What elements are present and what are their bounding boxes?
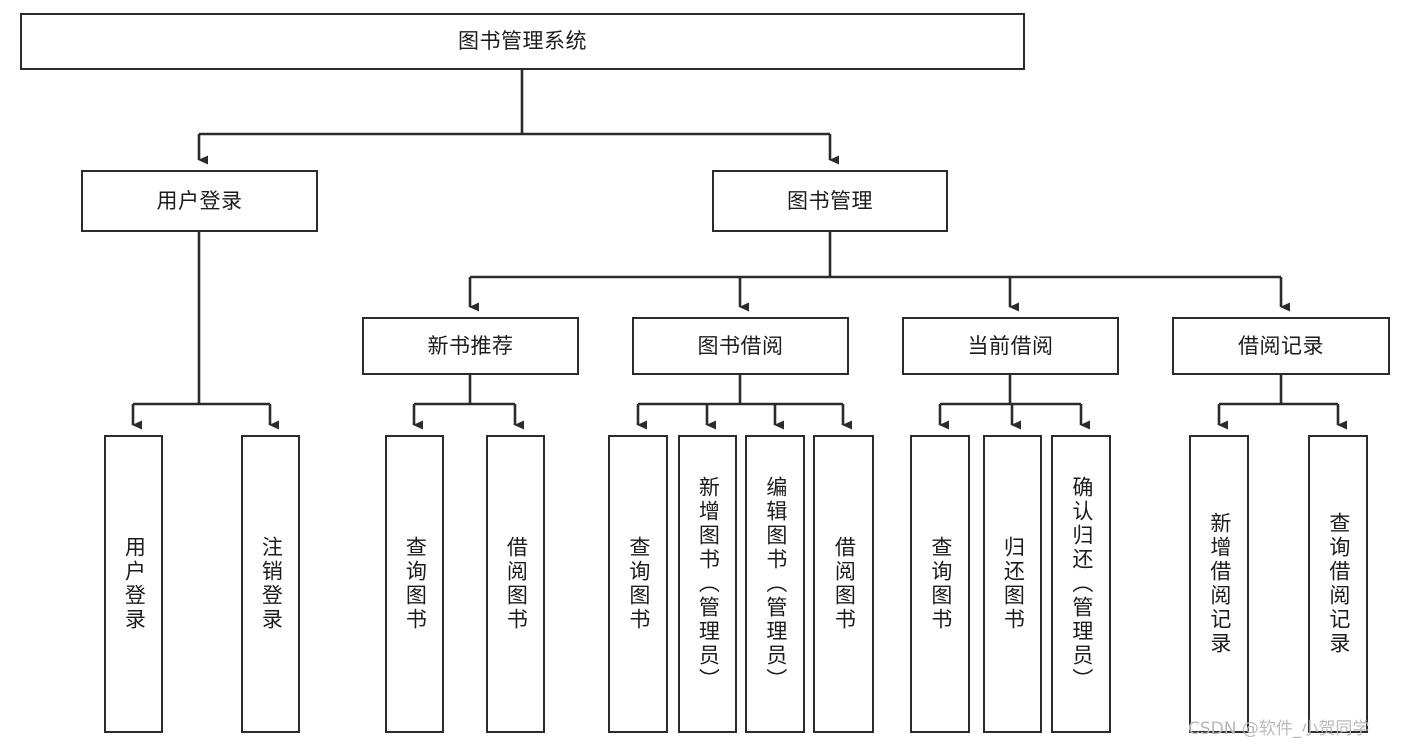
node-new-book-recommend[interactable]: 新书推荐 bbox=[362, 317, 579, 375]
node-current-borrow-label: 当前借阅 bbox=[967, 333, 1054, 358]
node-leaf-label: 编辑图书（管理员） bbox=[763, 476, 788, 692]
node-leaf-label: 查询图书 bbox=[626, 536, 651, 632]
node-new-book-recommend-label: 新书推荐 bbox=[427, 333, 514, 358]
node-book-borrow[interactable]: 图书借阅 bbox=[632, 317, 849, 375]
node-leaf-logout[interactable]: 注销登录 bbox=[241, 435, 300, 733]
node-leaf-edit-book-admin[interactable]: 编辑图书（管理员） bbox=[745, 435, 805, 733]
node-leaf-add-borrow-record[interactable]: 新增借阅记录 bbox=[1189, 435, 1249, 733]
node-leaf-label: 用户登录 bbox=[122, 536, 147, 632]
node-leaf-query-book-recommend[interactable]: 查询图书 bbox=[385, 435, 444, 733]
node-leaf-label: 查询图书 bbox=[928, 536, 953, 632]
node-leaf-user-login[interactable]: 用户登录 bbox=[104, 435, 163, 733]
node-leaf-label: 借阅图书 bbox=[504, 536, 529, 632]
node-root-system[interactable]: 图书管理系统 bbox=[20, 13, 1025, 70]
node-leaf-label: 新增借阅记录 bbox=[1207, 512, 1232, 656]
node-user-login-label: 用户登录 bbox=[156, 188, 243, 213]
node-leaf-return-book[interactable]: 归还图书 bbox=[983, 435, 1042, 733]
node-book-borrow-label: 图书借阅 bbox=[697, 333, 784, 358]
node-borrow-records[interactable]: 借阅记录 bbox=[1172, 317, 1390, 375]
node-leaf-query-book-current[interactable]: 查询图书 bbox=[910, 435, 970, 733]
node-user-login[interactable]: 用户登录 bbox=[81, 170, 318, 232]
node-leaf-borrow-book[interactable]: 借阅图书 bbox=[813, 435, 874, 733]
node-leaf-query-book-borrow[interactable]: 查询图书 bbox=[608, 435, 668, 733]
node-leaf-label: 确认归还（管理员） bbox=[1069, 476, 1094, 692]
node-leaf-add-book-admin[interactable]: 新增图书（管理员） bbox=[678, 435, 737, 733]
node-leaf-label: 新增图书（管理员） bbox=[696, 476, 721, 692]
node-leaf-label: 借阅图书 bbox=[832, 536, 857, 632]
node-root-label: 图书管理系统 bbox=[458, 29, 587, 54]
node-leaf-confirm-return-admin[interactable]: 确认归还（管理员） bbox=[1051, 435, 1111, 733]
node-leaf-borrow-book-recommend[interactable]: 借阅图书 bbox=[486, 435, 545, 733]
node-leaf-query-borrow-record[interactable]: 查询借阅记录 bbox=[1308, 435, 1368, 733]
node-book-management-label: 图书管理 bbox=[787, 188, 873, 213]
node-leaf-label: 注销登录 bbox=[259, 536, 284, 632]
node-current-borrow[interactable]: 当前借阅 bbox=[902, 317, 1119, 375]
node-leaf-label: 归还图书 bbox=[1001, 536, 1026, 632]
node-book-management[interactable]: 图书管理 bbox=[712, 170, 948, 232]
node-leaf-label: 查询借阅记录 bbox=[1326, 512, 1351, 656]
node-borrow-records-label: 借阅记录 bbox=[1238, 333, 1324, 358]
node-leaf-label: 查询图书 bbox=[403, 536, 428, 632]
